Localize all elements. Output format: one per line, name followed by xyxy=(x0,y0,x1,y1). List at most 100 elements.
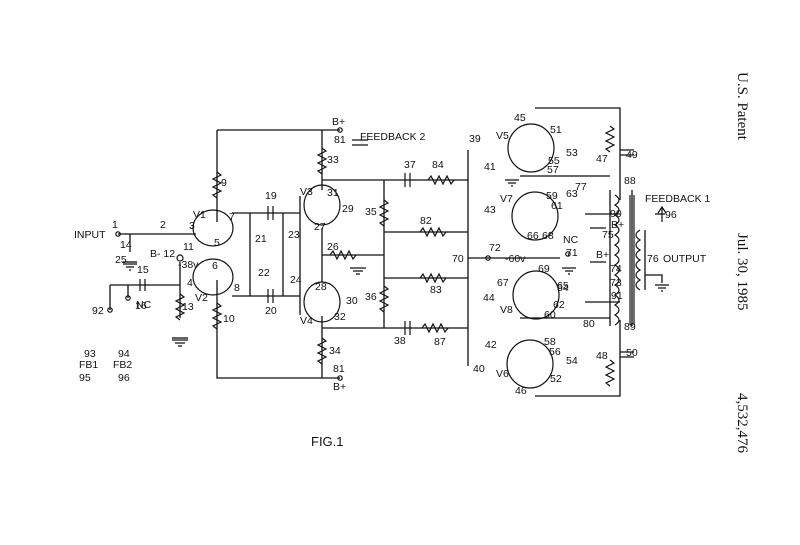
ground-symbols xyxy=(123,179,669,347)
ref-numeral: 77 xyxy=(575,181,587,193)
patent-date: Jul. 30, 1985 xyxy=(734,233,750,311)
ref-numeral: 52 xyxy=(550,373,562,385)
figure-caption: FIG.1 xyxy=(311,434,344,449)
fb2-label: FB2 xyxy=(113,359,132,371)
minus60-label: -60v xyxy=(505,253,526,265)
ref-numeral: 81 xyxy=(334,134,346,146)
ref-numeral: 90 xyxy=(610,208,622,220)
capacitors xyxy=(139,139,634,358)
ref-numeral: 63 xyxy=(566,188,578,200)
ref-numeral: 20 xyxy=(265,305,277,317)
ref-numeral: 6 xyxy=(212,260,218,272)
ref-numeral: 54 xyxy=(566,355,578,367)
bplus-bottom-label: B+ xyxy=(333,381,346,393)
output-transformer xyxy=(613,194,642,326)
ref-numeral: 3 xyxy=(189,220,195,232)
ref-numeral: 28 xyxy=(315,281,327,293)
bminus-label: B- 12 xyxy=(150,248,175,260)
signal-labels: INPUT FEEDBACK 1 FEEDBACK 2 OUTPUT B+ B+… xyxy=(74,116,711,393)
ref-numeral: 95 xyxy=(79,372,91,384)
ref-numeral: 91 xyxy=(611,290,623,302)
ref-numeral: 7 xyxy=(229,211,235,223)
ref-numeral: 8 xyxy=(234,282,240,294)
ref-numeral: 26 xyxy=(327,241,339,253)
ref-numeral: 48 xyxy=(596,350,608,362)
reference-numerals: 1 2 3 4 5 6 7 8 9 10 11 13 14 15 16 19 2… xyxy=(79,112,677,397)
ref-numeral: 92 xyxy=(92,305,104,317)
ref-numeral: 42 xyxy=(485,339,497,351)
ref-numeral: 5 xyxy=(214,237,220,249)
ref-numeral: 62 xyxy=(553,299,565,311)
nc-label-right: NC xyxy=(563,234,579,246)
feedback-2-label: FEEDBACK 2 xyxy=(360,131,426,143)
ref-numeral: 58 xyxy=(544,336,556,348)
output-label: OUTPUT xyxy=(663,253,707,265)
ref-numeral: 80 xyxy=(583,318,595,330)
ref-numeral: 37 xyxy=(404,159,416,171)
ref-numeral: 69 xyxy=(538,263,550,275)
tube-label-v4: V4 xyxy=(300,315,313,327)
ref-numeral: 14 xyxy=(120,239,132,251)
tube-label-v8: V8 xyxy=(500,304,513,316)
ref-numeral: 83 xyxy=(430,284,442,296)
ref-numeral: 11 xyxy=(183,241,194,253)
vacuum-tubes xyxy=(192,123,560,389)
ref-numeral: 64 xyxy=(557,282,569,294)
ref-numeral: 51 xyxy=(550,124,562,136)
tube-labels: V1 V2 V3 V4 V5 V6 V7 V8 xyxy=(193,130,513,380)
ref-numeral: 55 xyxy=(548,155,560,167)
ref-numeral: 15 xyxy=(137,264,149,276)
ref-numeral: 25 xyxy=(115,254,127,266)
tube-label-v7: V7 xyxy=(500,193,513,205)
ref-numeral: 93 xyxy=(84,348,96,360)
feedback-1-label: FEEDBACK 1 xyxy=(645,193,711,205)
ref-numeral: 31 xyxy=(327,187,339,199)
bplus-right-label-2: B+ xyxy=(596,249,609,261)
ref-numeral: 4 xyxy=(187,277,193,289)
ref-numeral: 30 xyxy=(346,295,358,307)
ref-numeral: 59 xyxy=(546,190,558,202)
ref-numeral: 19 xyxy=(265,190,277,202)
input-label: INPUT xyxy=(74,229,106,241)
ref-numeral: 43 xyxy=(484,204,496,216)
ref-numeral: 35 xyxy=(365,206,377,218)
ref-numeral: 67 xyxy=(497,277,509,289)
ref-numeral: 39 xyxy=(469,133,481,145)
ref-numeral: 68 xyxy=(542,230,554,242)
ref-numeral: 1 xyxy=(112,219,118,231)
fb1-label: FB1 xyxy=(79,359,98,371)
bplus-right-label-1: B+ xyxy=(611,219,624,231)
ref-numeral: 96 xyxy=(665,209,677,221)
ref-numeral: 33 xyxy=(327,154,339,166)
ref-numeral: 46 xyxy=(515,385,527,397)
ref-numeral: 2 xyxy=(160,219,166,231)
ref-numeral: 24 xyxy=(290,274,302,286)
ref-numeral: 10 xyxy=(223,313,235,325)
ref-numeral: 13 xyxy=(182,301,194,313)
ref-numeral: 21 xyxy=(255,233,267,245)
terminal-markers xyxy=(107,127,667,381)
ref-numeral: 27 xyxy=(314,221,326,233)
tube-label-v6: V6 xyxy=(496,368,509,380)
ref-numeral: 75 xyxy=(602,229,614,241)
ref-numeral: 23 xyxy=(288,229,300,241)
ref-numeral: 47 xyxy=(596,153,608,165)
ref-numeral: 89 xyxy=(624,321,636,333)
tube-label-v2: V2 xyxy=(195,292,208,304)
patent-header-title: U.S. Patent xyxy=(734,72,750,141)
ref-numeral: 65 xyxy=(557,280,569,292)
ref-numeral: 22 xyxy=(258,267,270,279)
ref-numeral: 60 xyxy=(544,309,556,321)
ref-numeral: 40 xyxy=(473,363,485,375)
ref-numeral: 36 xyxy=(365,291,377,303)
ref-numeral: 29 xyxy=(342,203,354,215)
ref-numeral: 87 xyxy=(434,336,446,348)
tube-label-v3: V3 xyxy=(300,186,313,198)
ref-numeral: 50 xyxy=(626,347,638,359)
ref-numeral: 16 xyxy=(135,300,147,312)
bplus-top-label: B+ xyxy=(332,116,345,128)
patent-number: 4,532,476 xyxy=(734,393,750,454)
ref-numeral: 56 xyxy=(549,346,561,358)
ref-numeral: 41 xyxy=(484,161,496,173)
ref-numeral: 34 xyxy=(329,345,341,357)
